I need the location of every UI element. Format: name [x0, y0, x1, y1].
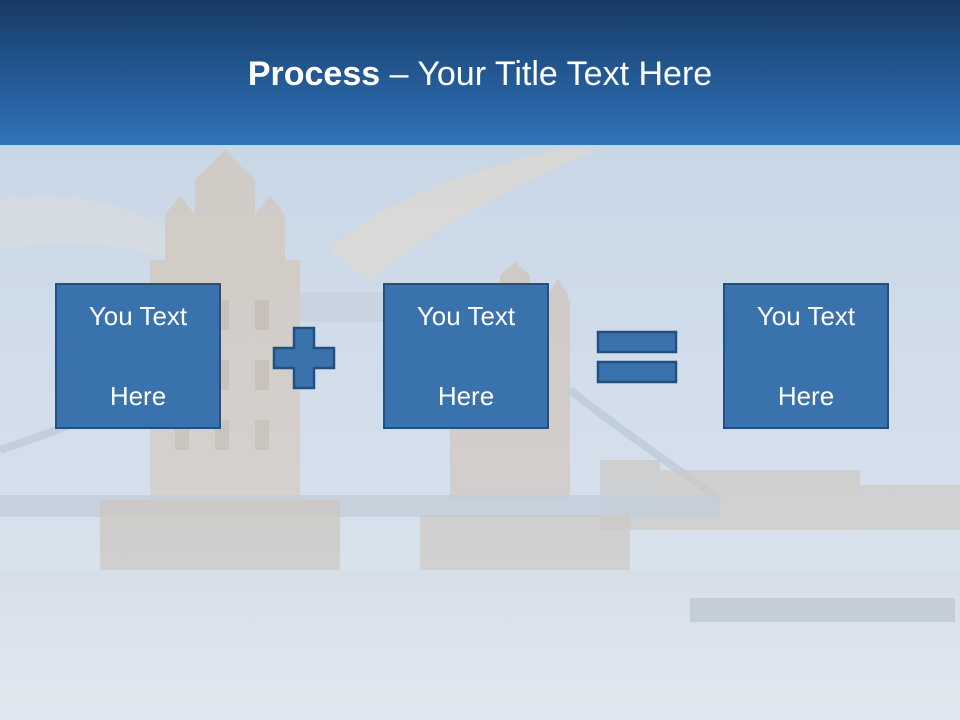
process-box-1-line-1: You Text: [88, 301, 188, 331]
plus-icon: [272, 326, 336, 390]
process-box-3-line-1: You Text: [756, 301, 856, 331]
process-box-1-line-2: Here: [109, 381, 167, 411]
slide-title: Process – Your Title Text Here: [0, 52, 960, 96]
process-box-2-line-1: You Text: [416, 301, 516, 331]
title-rest: – Your Title Text Here: [380, 55, 713, 93]
title-bar: Process – Your Title Text Here: [0, 0, 960, 145]
process-box-3-line-2: Here: [777, 381, 835, 411]
title-bold: Process: [247, 55, 381, 93]
process-box-2-line-2: Here: [437, 381, 495, 411]
background-fade-overlay: [0, 145, 960, 720]
equals-icon: [596, 330, 678, 384]
